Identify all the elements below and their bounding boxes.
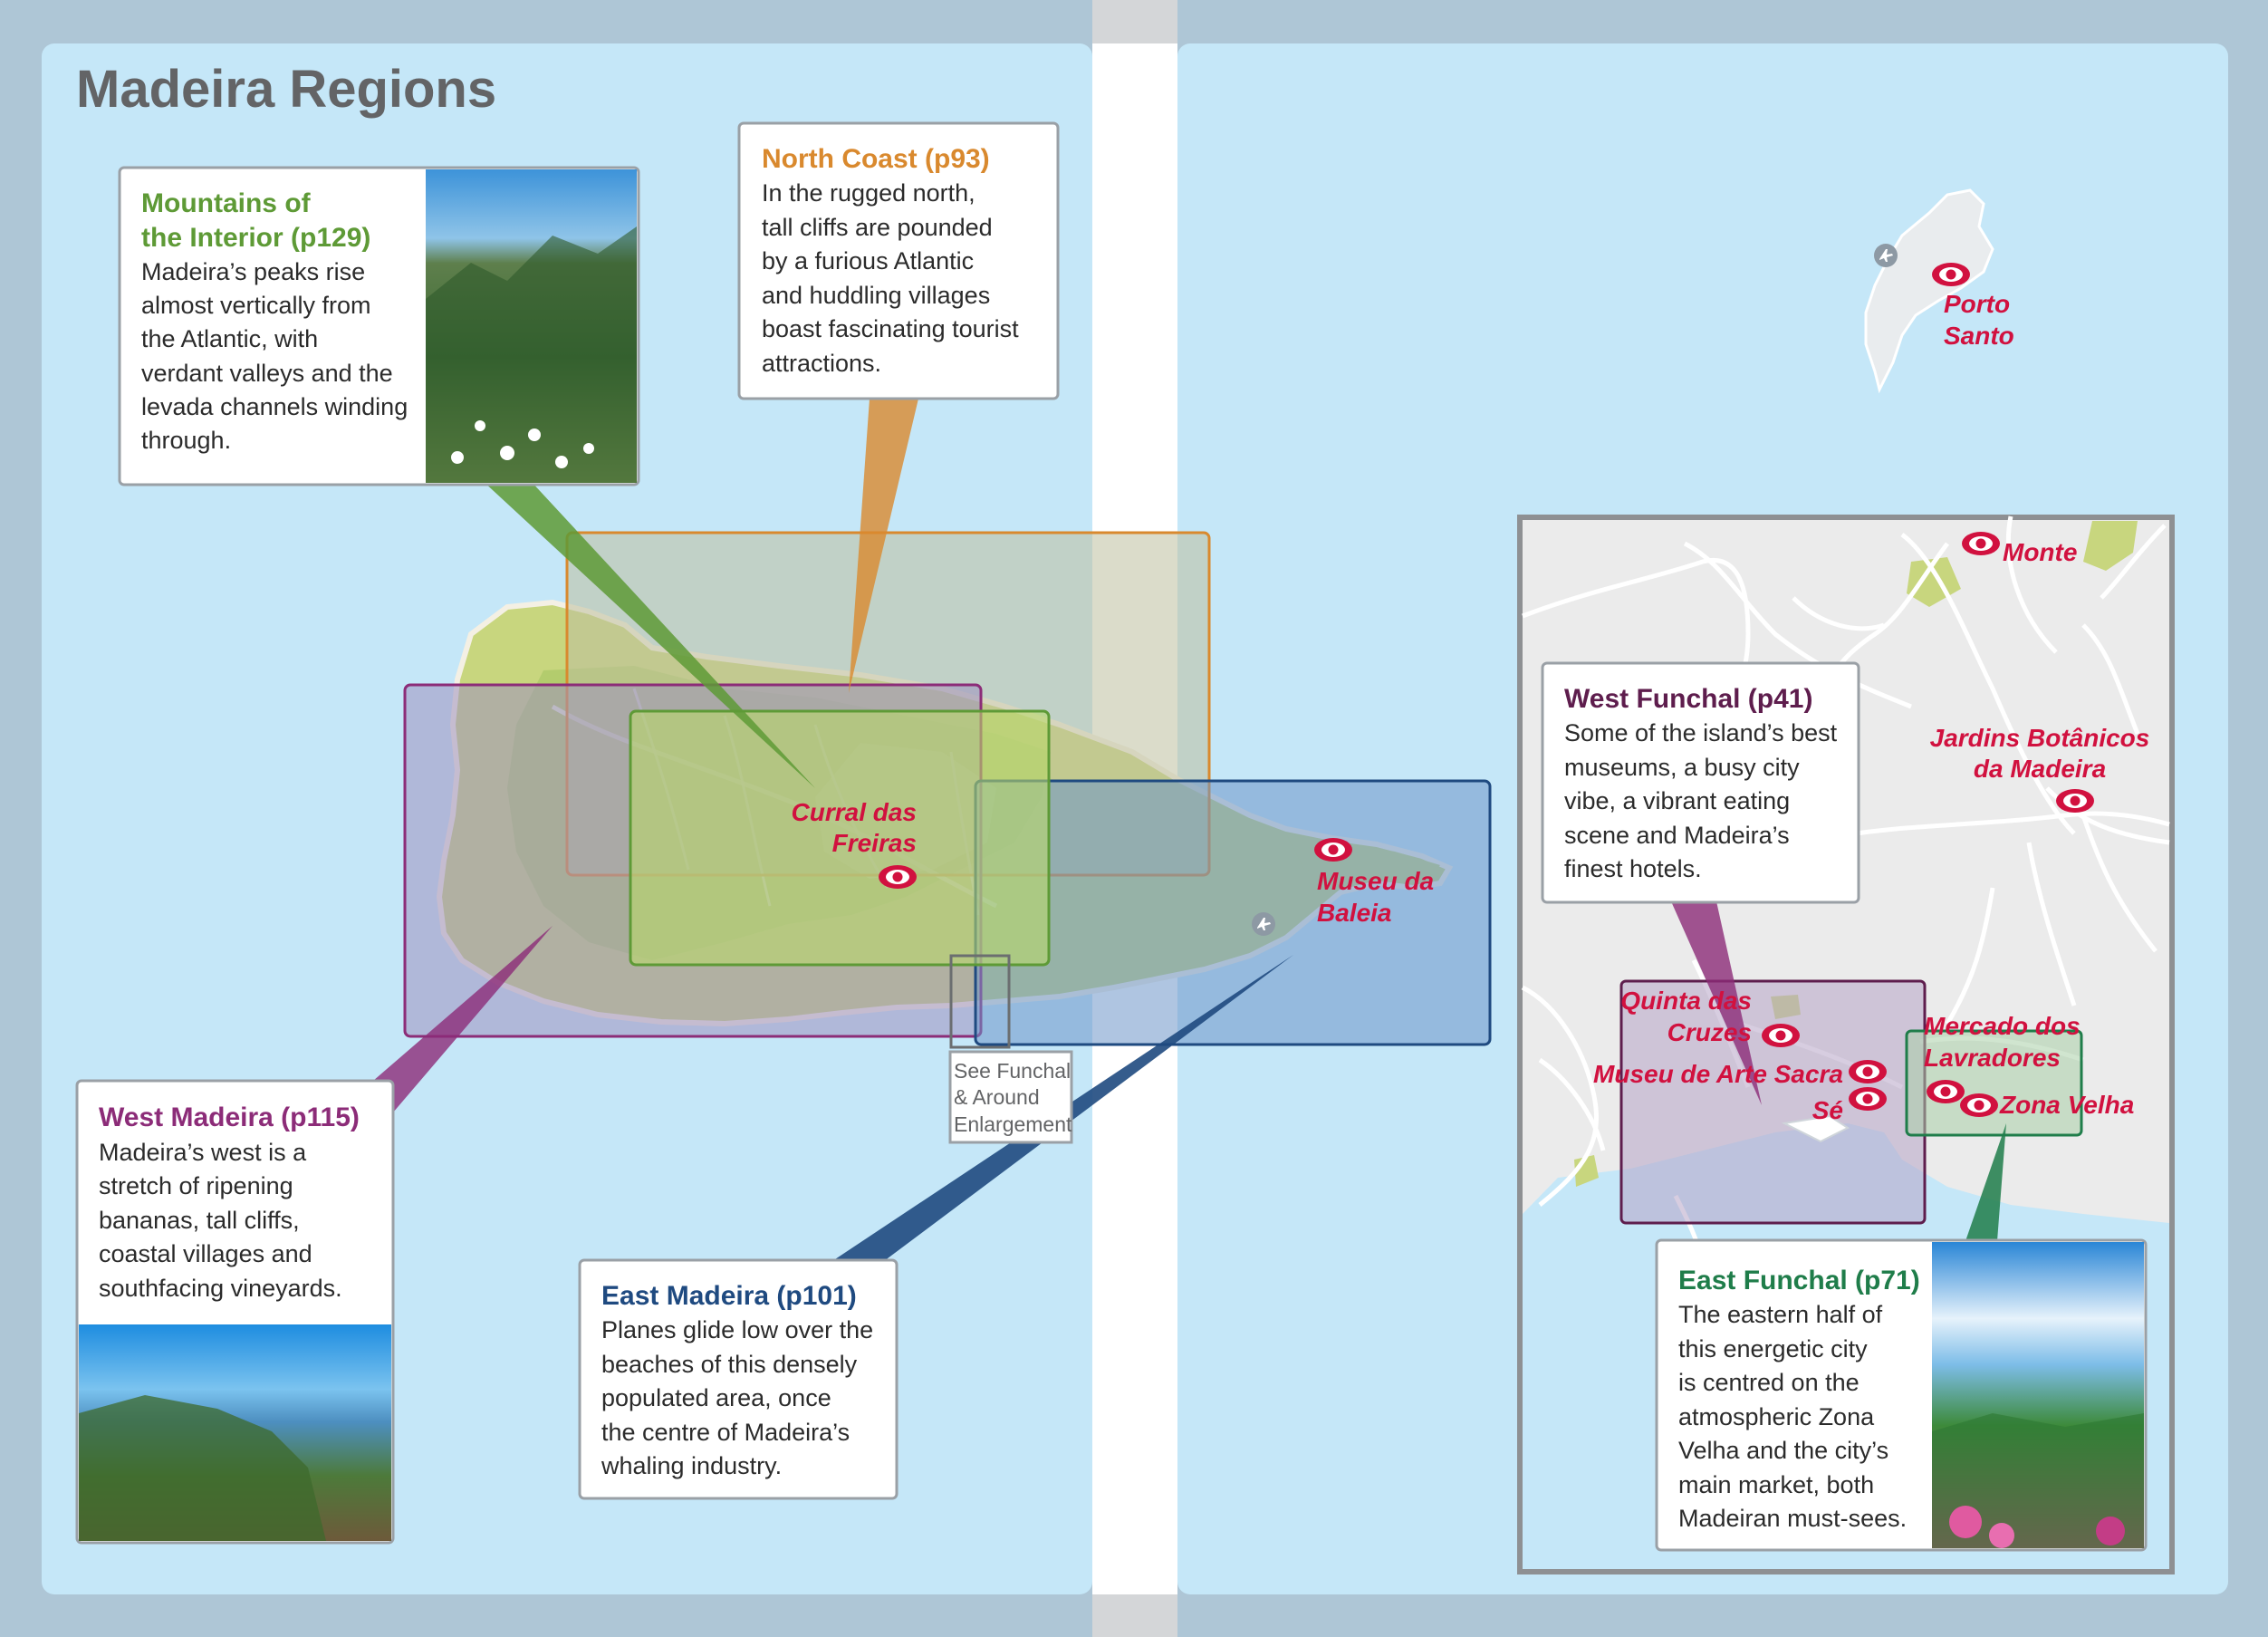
eye-icon-museu-baleia <box>1314 838 1352 862</box>
mountains-title-2: the Interior (p129) <box>141 223 370 253</box>
east-text-1: Planes glide low over the <box>601 1316 873 1343</box>
eye-icon-curral <box>879 865 917 889</box>
eastfunchal-text-7: Madeiran must-sees. <box>1678 1505 1907 1532</box>
mountains-title-1: Mountains of <box>141 188 312 218</box>
eye-icon-porto-santo <box>1932 263 1970 286</box>
callout-west-funchal: West Funchal (p41) Some of the island’s … <box>1541 661 1860 904</box>
poi-quinta-line2: Cruzes <box>1667 1018 1752 1046</box>
east-text-4: the centre of Madeira’s <box>601 1419 850 1446</box>
mountains-text-6: through. <box>141 427 231 454</box>
westfunchal-text-2: museums, a busy city <box>1564 754 1800 781</box>
eye-icon-quinta <box>1762 1024 1800 1047</box>
poi-porto-line2: Santo <box>1944 322 2014 350</box>
airplane-icon-madeira <box>1252 912 1275 936</box>
north-text-2: tall cliffs are pounded <box>762 214 993 241</box>
poi-mercado-line1: Mercado dos <box>1924 1012 2081 1040</box>
eastfunchal-text-1: The eastern half of <box>1678 1301 1883 1328</box>
east-text-2: beaches of this densely <box>601 1351 858 1378</box>
page-title: Madeira Regions <box>76 60 496 119</box>
eye-icon-mercado <box>1927 1080 1965 1103</box>
callout-mountains: Mountains of the Interior (p129) Madeira… <box>118 166 640 486</box>
enlargement-note-line2: & Around <box>954 1085 1040 1109</box>
airplane-icon-porto-santo <box>1874 244 1898 267</box>
north-title: North Coast (p93) <box>762 144 990 174</box>
eye-icon-jardins <box>2056 789 2094 813</box>
pointer-mountains <box>482 480 815 788</box>
west-text-5: southfacing vineyards. <box>99 1275 342 1302</box>
pointer-north <box>849 399 918 693</box>
enlargement-note-line3: Enlargement <box>954 1112 1072 1136</box>
westfunchal-text-3: vibe, a vibrant eating <box>1564 787 1790 814</box>
north-text-1: In the rugged north, <box>762 179 975 207</box>
callout-east-madeira: East Madeira (p101) Planes glide low ove… <box>578 1258 899 1500</box>
mountains-text-5: levada channels winding <box>141 393 408 420</box>
callout-east-funchal: East Funchal (p71) The eastern half of t… <box>1655 1238 2148 1552</box>
west-text-3: bananas, tall cliffs, <box>99 1207 300 1234</box>
eastfunchal-title: East Funchal (p71) <box>1678 1266 1920 1295</box>
west-text-2: stretch of ripening <box>99 1172 293 1199</box>
poi-mercado-line2: Lavradores <box>1924 1044 2061 1072</box>
eastfunchal-text-5: Velha and the city’s <box>1678 1437 1888 1464</box>
poi-monte: Monte <box>2003 538 2077 566</box>
north-text-5: boast fascinating tourist <box>762 315 1019 342</box>
eastfunchal-text-2: this energetic city <box>1678 1335 1868 1363</box>
north-text-3: by a furious Atlantic <box>762 247 974 274</box>
mountains-text-1: Madeira’s peaks rise <box>141 258 365 285</box>
poi-curral-line2: Freiras <box>832 829 917 857</box>
region-mountains-area <box>629 709 1051 967</box>
funchal-enlargement-marker <box>949 954 1011 1049</box>
enlargement-note: See Funchal & Around Enlargement <box>948 1050 1073 1144</box>
poi-curral-line1: Curral das <box>792 798 918 826</box>
poi-arte: Museu de Arte Sacra <box>1593 1060 1843 1088</box>
region-east-madeira-area <box>974 779 1492 1046</box>
pointer-east-funchal <box>1965 1123 2006 1241</box>
eye-icon-arte <box>1849 1060 1887 1083</box>
poi-quinta-line1: Quinta das <box>1620 987 1752 1015</box>
west-title: West Madeira (p115) <box>99 1103 360 1132</box>
westfunchal-title: West Funchal (p41) <box>1564 684 1812 714</box>
eastfunchal-text-4: atmospheric Zona <box>1678 1403 1875 1430</box>
poi-zona: Zona Velha <box>1999 1091 2134 1119</box>
eye-icon-zona <box>1960 1093 1998 1117</box>
north-text-6: attractions. <box>762 350 881 377</box>
eastfunchal-text-6: main market, both <box>1678 1471 1874 1498</box>
east-text-3: populated area, once <box>601 1384 831 1411</box>
westfunchal-text-4: scene and Madeira’s <box>1564 822 1790 849</box>
poi-jardins-line1: Jardins Botânicos <box>1930 724 2150 752</box>
eastfunchal-text-3: is centred on the <box>1678 1369 1860 1396</box>
callout-north-coast: North Coast (p93) In the rugged north, t… <box>737 121 1060 400</box>
mountains-text-2: almost vertically from <box>141 292 371 319</box>
poi-museu-baleia-line2: Baleia <box>1317 899 1392 927</box>
porto-santo-island <box>1864 188 1994 394</box>
west-text-1: Madeira’s west is a <box>99 1139 307 1166</box>
mountains-text-4: verdant valleys and the <box>141 360 393 387</box>
east-title: East Madeira (p101) <box>601 1281 857 1311</box>
eye-icon-se <box>1849 1087 1887 1111</box>
east-text-5: whaling industry. <box>601 1452 782 1479</box>
west-text-4: coastal villages and <box>99 1240 312 1267</box>
enlargement-note-line1: See Funchal <box>954 1059 1071 1083</box>
pointer-west-funchal <box>1671 901 1762 1105</box>
north-text-4: and huddling villages <box>762 282 990 309</box>
poi-museu-baleia-line1: Museu da <box>1317 867 1434 895</box>
mountains-text-3: the Atlantic, with <box>141 325 318 352</box>
westfunchal-text-5: finest hotels. <box>1564 855 1702 882</box>
poi-jardins-line2: da Madeira <box>1974 755 2106 783</box>
westfunchal-text-1: Some of the island’s best <box>1564 719 1838 746</box>
poi-porto-line1: Porto <box>1944 290 2010 318</box>
eye-icon-monte <box>1962 532 2000 555</box>
pointer-west <box>373 926 553 1112</box>
region-east-funchal-area <box>1905 1029 2083 1137</box>
callout-west-madeira: West Madeira (p115) Madeira’s west is a … <box>75 1079 395 1545</box>
poi-se: Sé <box>1812 1096 1843 1124</box>
